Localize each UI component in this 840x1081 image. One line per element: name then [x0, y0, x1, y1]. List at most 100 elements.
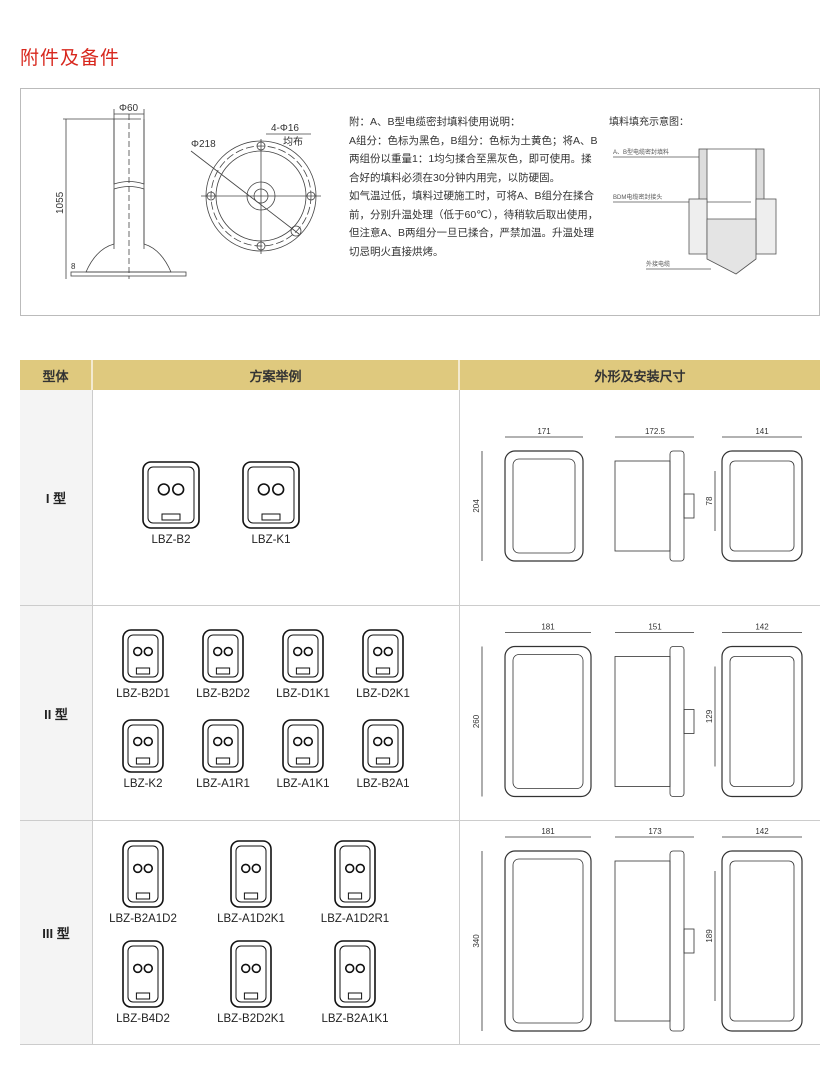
dimension-label: 171 — [537, 427, 551, 436]
note-line: 附：A、B型电缆密封填料使用说明： — [349, 116, 521, 128]
dimension-label: 181 — [541, 827, 555, 836]
enclosure-icon — [122, 840, 164, 908]
dimension-drawing: 181 173 142 340 189 — [472, 827, 803, 1032]
dimension-drawing: 171 172.5 141 204 78 — [472, 427, 803, 562]
row-type: I 型 — [20, 390, 93, 605]
model-label: LBZ-B2A1K1 — [321, 1013, 389, 1025]
dimension-label: 151 — [648, 623, 662, 632]
model-item: LBZ-B2D2 — [183, 628, 263, 700]
header-schemes: 方案举例 — [93, 360, 460, 390]
model-label: LBZ-D1K1 — [276, 688, 330, 700]
model-item: LBZ-B2A1K1 — [315, 939, 395, 1025]
model-label: LBZ-K1 — [251, 534, 291, 546]
svg-text:1055: 1055 — [55, 191, 66, 214]
model-label: LBZ-A1D2R1 — [320, 913, 390, 925]
model-label: LBZ-B2A1 — [356, 778, 410, 790]
model-item: LBZ-A1K1 — [263, 718, 343, 790]
model-item: LBZ-B4D2 — [103, 939, 183, 1025]
accessory-panel: Φ60 1055 8 Φ218 4-Φ16 均布 附：A、B型电缆密封填料使用说… — [20, 88, 820, 316]
model-item: LBZ-B2 — [131, 460, 211, 546]
model-label: LBZ-B2A1D2 — [109, 913, 177, 925]
model-item: LBZ-B2A1 — [343, 718, 423, 790]
model-label: LBZ-A1D2K1 — [217, 913, 285, 925]
fill-diagram: A、B型电缆密封填料 BDM电缆密封接头 外接电缆 — [613, 148, 777, 275]
svg-text:4-Φ16: 4-Φ16 — [271, 123, 299, 134]
model-item: LBZ-B2A1D2 — [103, 839, 183, 925]
enclosure-icon — [282, 629, 324, 683]
model-label: LBZ-A1K1 — [276, 778, 330, 790]
model-item: LBZ-B2D2K1 — [211, 939, 291, 1025]
page-title: 附件及备件 — [20, 48, 121, 69]
dimension-label: 142 — [755, 623, 769, 632]
enclosure-icon — [142, 461, 200, 529]
dimension-drawing: 181 151 142 260 129 — [472, 623, 803, 798]
svg-text:8: 8 — [71, 262, 76, 271]
enclosure-icon — [362, 719, 404, 773]
sealant-note: 附：A、B型电缆密封填料使用说明： A组分：色标为黑色，B组分：色标为土黄色；将… — [349, 113, 599, 261]
row-type: III 型 — [20, 821, 93, 1044]
dimension-label: 78 — [705, 496, 714, 505]
model-label: LBZ-A1R1 — [196, 778, 250, 790]
enclosure-icon — [362, 629, 404, 683]
svg-text:Φ218: Φ218 — [191, 139, 216, 150]
fill-diagram-title: 填料填充示意图： — [609, 117, 689, 128]
enclosure-icon — [282, 719, 324, 773]
model-label: LBZ-B4D2 — [116, 1013, 170, 1025]
dimension-label: 189 — [705, 929, 714, 943]
model-item: LBZ-D1K1 — [263, 628, 343, 700]
model-label: LBZ-D2K1 — [356, 688, 410, 700]
enclosure-icon — [122, 940, 164, 1008]
dimension-label: 172.5 — [645, 427, 666, 436]
enclosure-icon — [230, 940, 272, 1008]
enclosure-icon — [202, 629, 244, 683]
model-item: LBZ-K2 — [103, 718, 183, 790]
svg-text:外接电缆: 外接电缆 — [646, 260, 670, 268]
header-type: 型体 — [20, 360, 93, 390]
dimension-label: 142 — [755, 827, 769, 836]
model-label: LBZ-B2 — [151, 534, 191, 546]
enclosure-icon — [242, 461, 300, 529]
dimensions-cell: 181 151 142 260 129 — [460, 606, 820, 820]
svg-text:均布: 均布 — [283, 136, 303, 148]
model-item: LBZ-B2D1 — [103, 628, 183, 700]
model-label: LBZ-B2D2 — [196, 688, 250, 700]
dimension-label: 181 — [541, 623, 555, 632]
model-item: LBZ-K1 — [231, 460, 311, 546]
model-label: LBZ-B2D1 — [116, 688, 170, 700]
table-header: 型体 方案举例 外形及安装尺寸 — [20, 360, 820, 390]
note-line: 如气温过低，填料过硬施工时，可将A、B组分在揉合前，分别升温处理（低于60℃），… — [349, 190, 599, 258]
enclosure-icon — [202, 719, 244, 773]
dimensions-cell: 181 173 142 340 189 — [460, 821, 820, 1044]
row-type: II 型 — [20, 606, 93, 820]
note-line: A组分：色标为黑色，B组分：色标为土黄色；将A、B两组份以重量1：1均匀揉合至黑… — [349, 134, 598, 184]
product-table: 型体 方案举例 外形及安装尺寸 I 型 LBZ-B2 LBZ-K1 171 172.… — [20, 360, 820, 1045]
dimension-label: 129 — [705, 709, 714, 723]
enclosure-icon — [334, 940, 376, 1008]
dimension-label: 260 — [472, 714, 481, 728]
svg-text:Φ60: Φ60 — [119, 103, 139, 114]
schemes-cell: LBZ-B2 LBZ-K1 — [93, 390, 460, 605]
dimension-label: 204 — [472, 499, 481, 513]
dimension-label: 340 — [472, 934, 481, 948]
enclosure-icon — [230, 840, 272, 908]
model-label: LBZ-B2D2K1 — [217, 1013, 285, 1025]
svg-text:BDM电缆密封接头: BDM电缆密封接头 — [613, 193, 662, 201]
model-item: LBZ-A1D2K1 — [211, 839, 291, 925]
model-item: LBZ-A1D2R1 — [315, 839, 395, 925]
dimension-label: 173 — [648, 827, 662, 836]
model-item: LBZ-A1R1 — [183, 718, 263, 790]
model-item: LBZ-D2K1 — [343, 628, 423, 700]
table-row: I 型 LBZ-B2 LBZ-K1 171 172.5 141 204 78 — [20, 390, 820, 606]
dimensions-cell: 171 172.5 141 204 78 — [460, 390, 820, 605]
model-label: LBZ-K2 — [123, 778, 163, 790]
dimension-label: 141 — [755, 427, 769, 436]
svg-text:A、B型电缆密封填料: A、B型电缆密封填料 — [613, 148, 669, 156]
enclosure-icon — [334, 840, 376, 908]
enclosure-icon — [122, 719, 164, 773]
enclosure-icon — [122, 629, 164, 683]
stand-drawing: Φ60 1055 8 Φ218 4-Φ16 均布 — [55, 103, 321, 279]
